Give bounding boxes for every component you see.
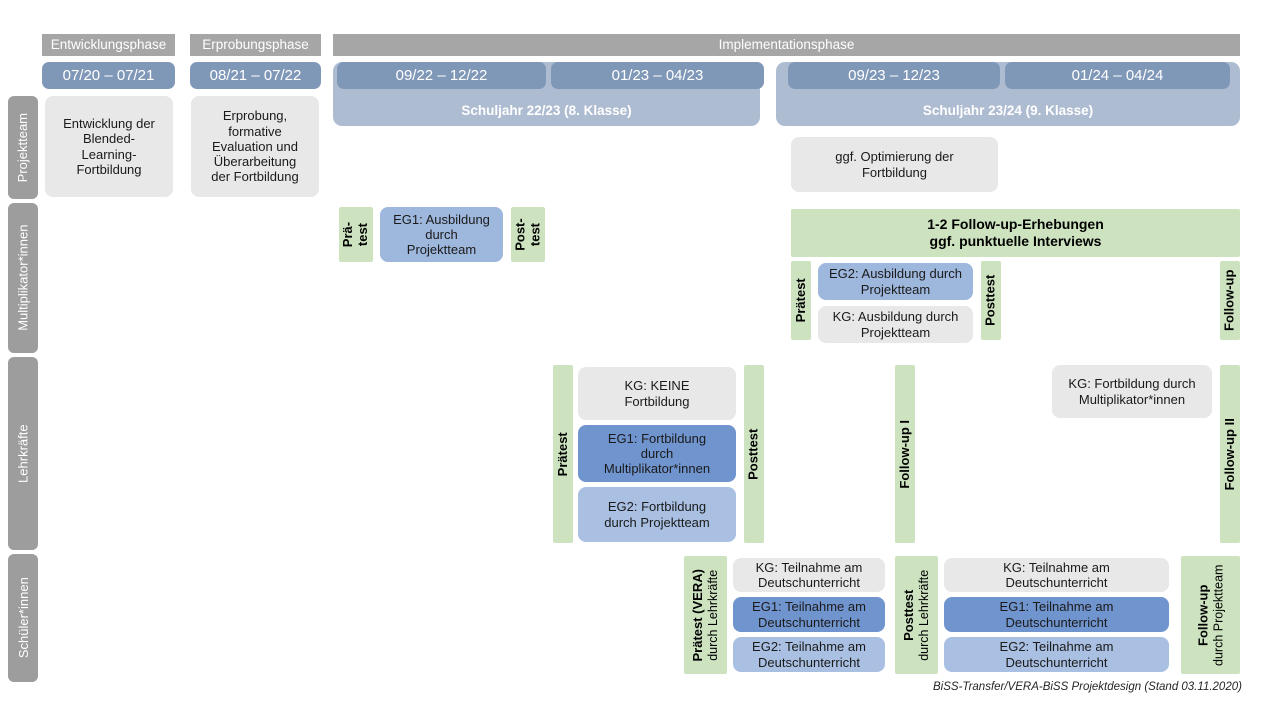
- multiplikator-posttest-band: Post- test: [511, 207, 545, 262]
- date-chip-0923-1223: 09/23 – 12/23: [788, 62, 1000, 89]
- box-text: EG1: Fortbildung durch Multiplikator*inn…: [603, 430, 711, 477]
- lehrkraefte-box-kg-keine: KG: KEINE Fortbildung: [578, 367, 736, 420]
- test-text: Prätest (VERA) durch Lehrkräfte: [690, 568, 720, 662]
- actor-label-multiplikatorinnen: Multiplikator*innen: [8, 203, 38, 353]
- date-label: 01/23 – 04/23: [611, 66, 704, 84]
- lehrkraefte-followup-2-band: Follow-up II: [1220, 365, 1240, 543]
- actor-text: Schüler*innen: [15, 577, 31, 659]
- lehrkraefte-box-kg-fortbildung: KG: Fortbildung durch Multiplikator*inne…: [1052, 365, 1212, 418]
- box-text: Entwicklung der Blended- Learning- Fortb…: [63, 115, 155, 177]
- date-label: 09/23 – 12/23: [848, 66, 940, 84]
- actor-label-lehrkraefte: Lehrkräfte: [8, 357, 38, 550]
- lehrkraefte-box-eg1: EG1: Fortbildung durch Multiplikator*inn…: [578, 425, 736, 482]
- lehrkraefte-praetest-band: Prätest: [553, 365, 573, 543]
- test-text: Prä- test: [340, 221, 370, 248]
- phase-label: Implementationsphase: [718, 37, 855, 53]
- date-label: 01/24 – 04/24: [1071, 66, 1164, 84]
- date-chip-0720-0721: 07/20 – 07/21: [42, 62, 175, 89]
- actor-text: Projektteam: [15, 112, 31, 183]
- school-year-label: Schuljahr 22/23 (8. Klasse): [461, 103, 632, 119]
- lehrkraefte-box-eg2: EG2: Fortbildung durch Projektteam: [578, 487, 736, 542]
- multiplikator-box-kg: KG: Ausbildung durch Projektteam: [818, 306, 973, 343]
- box-text: KG: Teilnahme am Deutschunterricht: [1003, 559, 1110, 590]
- test-text: Follow-up durch Projektteam: [1195, 564, 1225, 666]
- actor-text: Multiplikator*innen: [15, 224, 31, 332]
- phase-label: Erprobungsphase: [202, 37, 309, 53]
- test-text: Prätest: [792, 278, 808, 323]
- date-chip-0123-0423: 01/23 – 04/23: [551, 62, 764, 89]
- date-chip-0124-0424: 01/24 – 04/24: [1005, 62, 1230, 89]
- school-year-label: Schuljahr 23/24 (9. Klasse): [922, 103, 1094, 119]
- multiplikator-praetest-band-2: Prätest: [791, 261, 811, 340]
- date-label: 07/20 – 07/21: [62, 66, 155, 84]
- multiplikator-followup-band: Follow-up: [1220, 261, 1240, 340]
- test-text: Follow-up: [1221, 269, 1237, 332]
- phase-header-erprobungsphase: Erprobungsphase: [190, 34, 321, 56]
- test-text: Prätest: [554, 431, 570, 477]
- multiplikator-followup-banner: 1-2 Follow-up-Erhebungen ggf. punktuelle…: [791, 209, 1240, 257]
- multiplikator-box-eg2: EG2: Ausbildung durch Projektteam: [818, 263, 973, 300]
- date-label: 08/21 – 07/22: [209, 66, 302, 84]
- box-text: EG2: Ausbildung durch Projektteam: [829, 266, 962, 297]
- box-text: KG: Ausbildung durch Projektteam: [832, 309, 959, 340]
- schueler-box-kg-left: KG: Teilnahme am Deutschunterricht: [733, 558, 885, 592]
- box-text: KG: Fortbildung durch Multiplikator*inne…: [1068, 376, 1196, 407]
- phase-header-implementationsphase: Implementationsphase: [333, 34, 1240, 56]
- schueler-box-kg-right: KG: Teilnahme am Deutschunterricht: [944, 558, 1169, 592]
- projektteam-box-entwicklung: Entwicklung der Blended- Learning- Fortb…: [45, 96, 173, 197]
- box-text: ggf. Optimierung der Fortbildung: [835, 149, 954, 180]
- test-text: Follow-up I: [896, 419, 912, 489]
- test-text: Posttest durch Lehrkräfte: [901, 569, 931, 661]
- multiplikator-box-eg1: EG1: Ausbildung durch Projektteam: [380, 207, 503, 262]
- box-text: EG2: Teilnahme am Deutschunterricht: [999, 639, 1114, 670]
- projektteam-box-erprobung: Erprobung, formative Evaluation und Über…: [191, 96, 319, 197]
- schueler-box-eg1-left: EG1: Teilnahme am Deutschunterricht: [733, 597, 885, 632]
- date-label: 09/22 – 12/22: [395, 66, 488, 84]
- lehrkraefte-followup-1-band: Follow-up I: [895, 365, 915, 543]
- box-text: EG1: Ausbildung durch Projektteam: [393, 211, 490, 258]
- multiplikator-praetest-band: Prä- test: [339, 207, 373, 262]
- box-text: KG: Teilnahme am Deutschunterricht: [755, 559, 863, 590]
- phase-label: Entwicklungsphase: [50, 37, 167, 53]
- schueler-box-eg2-right: EG2: Teilnahme am Deutschunterricht: [944, 637, 1169, 672]
- test-text: Posttest: [982, 274, 998, 327]
- box-text: KG: KEINE Fortbildung: [624, 378, 690, 409]
- schueler-praetest-vera-band: Prätest (VERA) durch Lehrkräfte: [684, 556, 727, 674]
- box-text: Erprobung, formative Evaluation und Über…: [211, 108, 299, 185]
- schueler-posttest-band: Posttest durch Lehrkräfte: [895, 556, 938, 674]
- test-text: Posttest: [745, 428, 761, 480]
- banner-line-2: ggf. punktuelle Interviews: [929, 233, 1102, 249]
- schueler-followup-band: Follow-up durch Projektteam: [1181, 556, 1240, 674]
- test-text: Follow-up II: [1221, 417, 1237, 491]
- actor-text: Lehrkräfte: [15, 424, 31, 483]
- multiplikator-posttest-band-2: Posttest: [981, 261, 1001, 340]
- projektteam-box-optimierung: ggf. Optimierung der Fortbildung: [791, 137, 998, 192]
- box-text: EG1: Teilnahme am Deutschunterricht: [752, 599, 866, 630]
- box-text: EG2: Teilnahme am Deutschunterricht: [752, 639, 866, 670]
- test-text: Post- test: [512, 218, 542, 251]
- actor-label-projektteam: Projektteam: [8, 96, 38, 199]
- schueler-box-eg1-right: EG1: Teilnahme am Deutschunterricht: [944, 597, 1169, 632]
- schueler-box-eg2-left: EG2: Teilnahme am Deutschunterricht: [733, 637, 885, 672]
- footer-caption: BiSS-Transfer/VERA-BiSS Projektdesign (S…: [933, 681, 1242, 693]
- lehrkraefte-posttest-band: Posttest: [744, 365, 764, 543]
- date-chip-0922-1222: 09/22 – 12/22: [337, 62, 546, 89]
- phase-header-entwicklungsphase: Entwicklungsphase: [42, 34, 175, 56]
- banner-line-1: 1-2 Follow-up-Erhebungen: [927, 216, 1104, 233]
- box-text: EG2: Fortbildung durch Projektteam: [604, 499, 710, 530]
- box-text: EG1: Teilnahme am Deutschunterricht: [999, 599, 1114, 630]
- actor-label-schuelerinnen: Schüler*innen: [8, 554, 38, 682]
- date-chip-0821-0722: 08/21 – 07/22: [190, 62, 321, 89]
